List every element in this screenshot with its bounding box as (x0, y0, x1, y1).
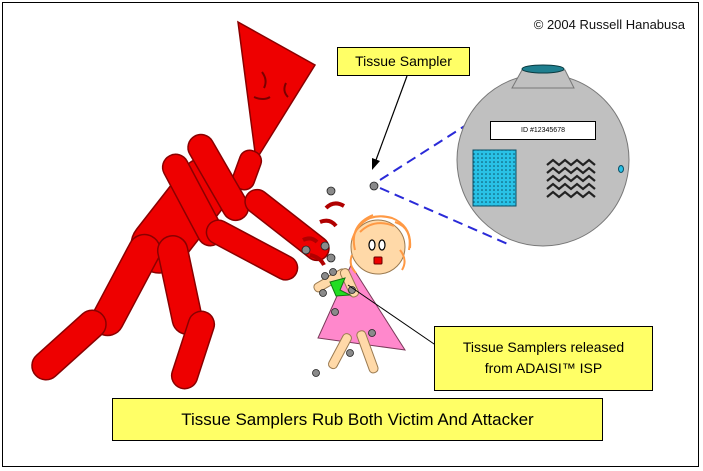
samplers-released-callout: Tissue Samplers released from ADAISI™ IS… (434, 326, 653, 391)
tissue-sampler-particles (301, 181, 379, 377)
copyright-text: © 2004 Russell Hanabusa (533, 17, 685, 32)
sampler-id-label: ID #12345678 (490, 121, 596, 140)
attacker-figure (31, 20, 346, 390)
released-line-1: Tissue Samplers released (462, 339, 625, 355)
sampler-patch (472, 149, 517, 207)
released-pointer (347, 284, 438, 347)
released-line-2: from ADAISI™ ISP (484, 360, 603, 376)
diagram-frame (2, 2, 699, 467)
sampler-detail (456, 64, 630, 247)
attacker-head (237, 20, 317, 163)
zoom-lines (379, 77, 541, 246)
victim-head (350, 219, 406, 275)
victim-figure (313, 214, 412, 374)
sampler-arrow (372, 75, 408, 170)
sampler-zigzag (546, 158, 596, 199)
tissue-sampler-callout: Tissue Sampler (337, 47, 470, 76)
caption-box: Tissue Samplers Rub Both Victim And Atta… (112, 398, 603, 441)
